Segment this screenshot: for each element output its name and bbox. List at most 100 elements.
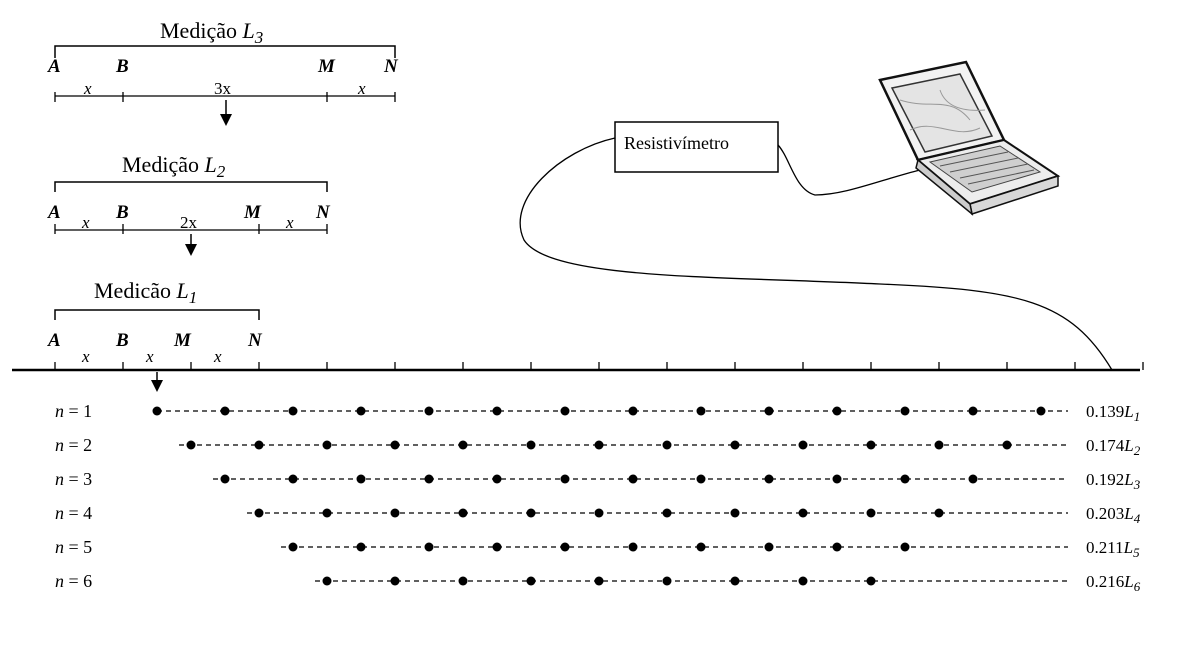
cable-to-surface	[519, 137, 1113, 371]
datum-point	[696, 406, 706, 416]
datum-point	[322, 508, 332, 518]
spacing-ab-label: x	[81, 213, 90, 232]
datum-point	[730, 508, 740, 518]
datum-point	[288, 542, 298, 552]
level-label: n = 4	[55, 503, 92, 523]
measurement-l1: Medicão L1 A B M N x x x	[47, 278, 263, 392]
datum-point	[356, 406, 366, 416]
level-label-value: 2	[83, 435, 92, 455]
laptop-icon	[878, 60, 1061, 216]
level-label-eq: =	[64, 503, 83, 523]
datum-point	[662, 508, 672, 518]
level-depth-label: 0.203L4	[1086, 504, 1141, 526]
arrow-down-icon	[185, 234, 197, 256]
datum-point	[968, 474, 978, 484]
datum-point	[220, 474, 230, 484]
datum-point	[628, 474, 638, 484]
level-depth-label: 0.174L2	[1086, 436, 1141, 458]
datum-point	[186, 440, 196, 450]
level-label-n: n	[55, 537, 64, 557]
level-depth-label: 0.192L3	[1086, 470, 1141, 492]
datum-point	[900, 406, 910, 416]
spacing-bm-label: 2x	[180, 213, 198, 232]
level-depth-coef: 0.203	[1086, 504, 1124, 523]
datum-point	[764, 406, 774, 416]
datum-point	[526, 576, 536, 586]
ground-surface	[12, 362, 1144, 372]
level-depth-symbol: L	[1123, 470, 1133, 489]
datum-point	[390, 576, 400, 586]
datum-point	[662, 440, 672, 450]
level-depth-sub: 5	[1133, 545, 1140, 560]
measurement-l3: Medição L3 A B M N x 3x x	[47, 18, 399, 126]
level-label-eq: =	[64, 469, 83, 489]
level-depth-coef: 0.192	[1086, 470, 1124, 489]
datum-point	[832, 542, 842, 552]
datum-point	[356, 542, 366, 552]
datum-point	[696, 542, 706, 552]
level-label: n = 1	[55, 401, 92, 421]
datum-point	[458, 440, 468, 450]
level-depth-sub: 1	[1134, 409, 1141, 424]
electrode-a-label: A	[47, 330, 61, 351]
datum-point	[458, 576, 468, 586]
datum-point	[594, 440, 604, 450]
electrode-n-label: N	[315, 202, 331, 223]
datum-point	[866, 440, 876, 450]
level-depth-label: 0.139L1	[1086, 402, 1140, 424]
level-depth-symbol: L	[1123, 436, 1133, 455]
measurement-l3-title: Medição L3	[160, 18, 263, 47]
level-label-eq: =	[64, 537, 83, 557]
datum-point	[288, 406, 298, 416]
level-depth-label: 0.211L5	[1086, 538, 1140, 560]
datum-point	[322, 440, 332, 450]
measurement-l1-title: Medicão L1	[94, 278, 197, 307]
level-depth-sub: 6	[1134, 579, 1141, 594]
arrow-down-icon	[151, 372, 163, 392]
datum-point	[424, 542, 434, 552]
datum-point	[934, 440, 944, 450]
level-label-value: 5	[83, 537, 92, 557]
datum-point	[390, 440, 400, 450]
level-label: n = 2	[55, 435, 92, 455]
measurement-l1-title-sub: 1	[189, 288, 198, 307]
electrode-b-label: B	[115, 56, 129, 77]
measurement-l3-spacing-line	[54, 92, 396, 102]
spacing-bm-label: 3x	[214, 79, 232, 98]
level-label-n: n	[55, 469, 64, 489]
level-label-n: n	[55, 401, 64, 421]
datum-point	[560, 542, 570, 552]
measurement-l1-title-symbol: L	[175, 278, 188, 303]
spacing-mn-label: x	[357, 79, 366, 98]
electrode-m-label: M	[173, 330, 192, 351]
level-depth-symbol: L	[1123, 572, 1133, 591]
cable-to-laptop	[777, 144, 921, 196]
level-label-eq: =	[64, 435, 83, 455]
electrode-a-label: A	[47, 202, 61, 223]
instrument-group: Resistivímetro	[519, 121, 1113, 371]
level-depth-coef: 0.174	[1086, 436, 1125, 455]
electrode-b-label: B	[115, 330, 129, 351]
level-label: n = 3	[55, 469, 92, 489]
level-label-eq: =	[64, 401, 83, 421]
level-label-n: n	[55, 571, 64, 591]
datum-point	[526, 440, 536, 450]
datum-point	[900, 542, 910, 552]
level-depth-sub: 3	[1133, 477, 1141, 492]
level-row: n = 4 0.203L4	[55, 503, 1141, 526]
level-depth-coef: 0.216	[1086, 572, 1124, 591]
level-label: n = 6	[55, 571, 92, 591]
measurement-l3-title-text: Medição	[160, 18, 242, 43]
datum-point	[1036, 406, 1046, 416]
spacing-mn-label: x	[285, 213, 294, 232]
measurement-l2-bracket	[54, 181, 328, 192]
datum-point	[594, 508, 604, 518]
level-label-value: 4	[83, 503, 92, 523]
measurement-l2-title-text: Medição	[122, 152, 204, 177]
datum-point	[730, 576, 740, 586]
datum-point	[152, 406, 162, 416]
measurement-l2-spacing-line	[54, 224, 328, 234]
datum-point	[356, 474, 366, 484]
datum-point	[390, 508, 400, 518]
